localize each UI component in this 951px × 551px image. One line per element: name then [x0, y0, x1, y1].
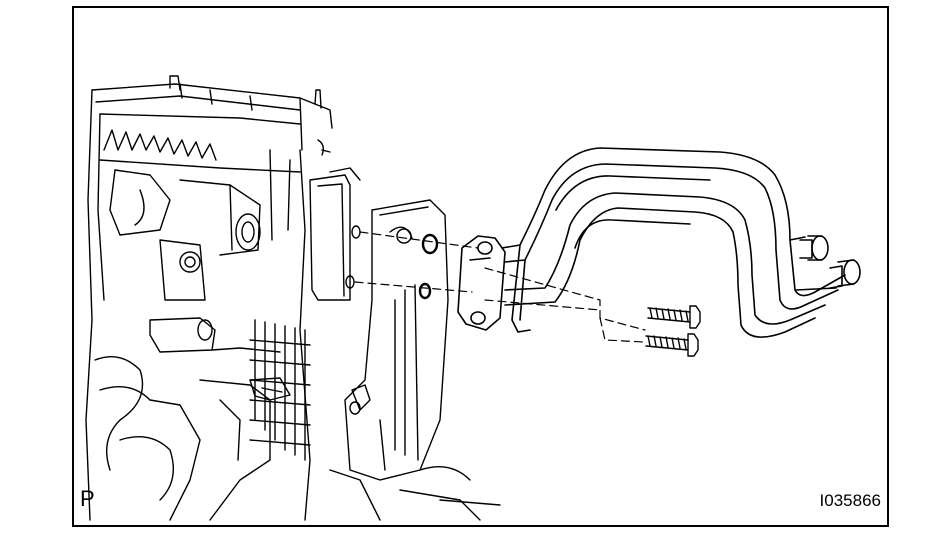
- screw-upper: [647, 305, 701, 329]
- heater-water-pipe: [457, 147, 861, 338]
- ac-unit-housing: [85, 75, 501, 521]
- diagram-frame: [72, 6, 889, 527]
- corner-label: P: [80, 486, 95, 511]
- figure-id: I035866: [819, 491, 881, 510]
- heater-core-bracket: [309, 167, 449, 481]
- screw-lower: [645, 333, 699, 357]
- alignment-lines: [354, 231, 646, 343]
